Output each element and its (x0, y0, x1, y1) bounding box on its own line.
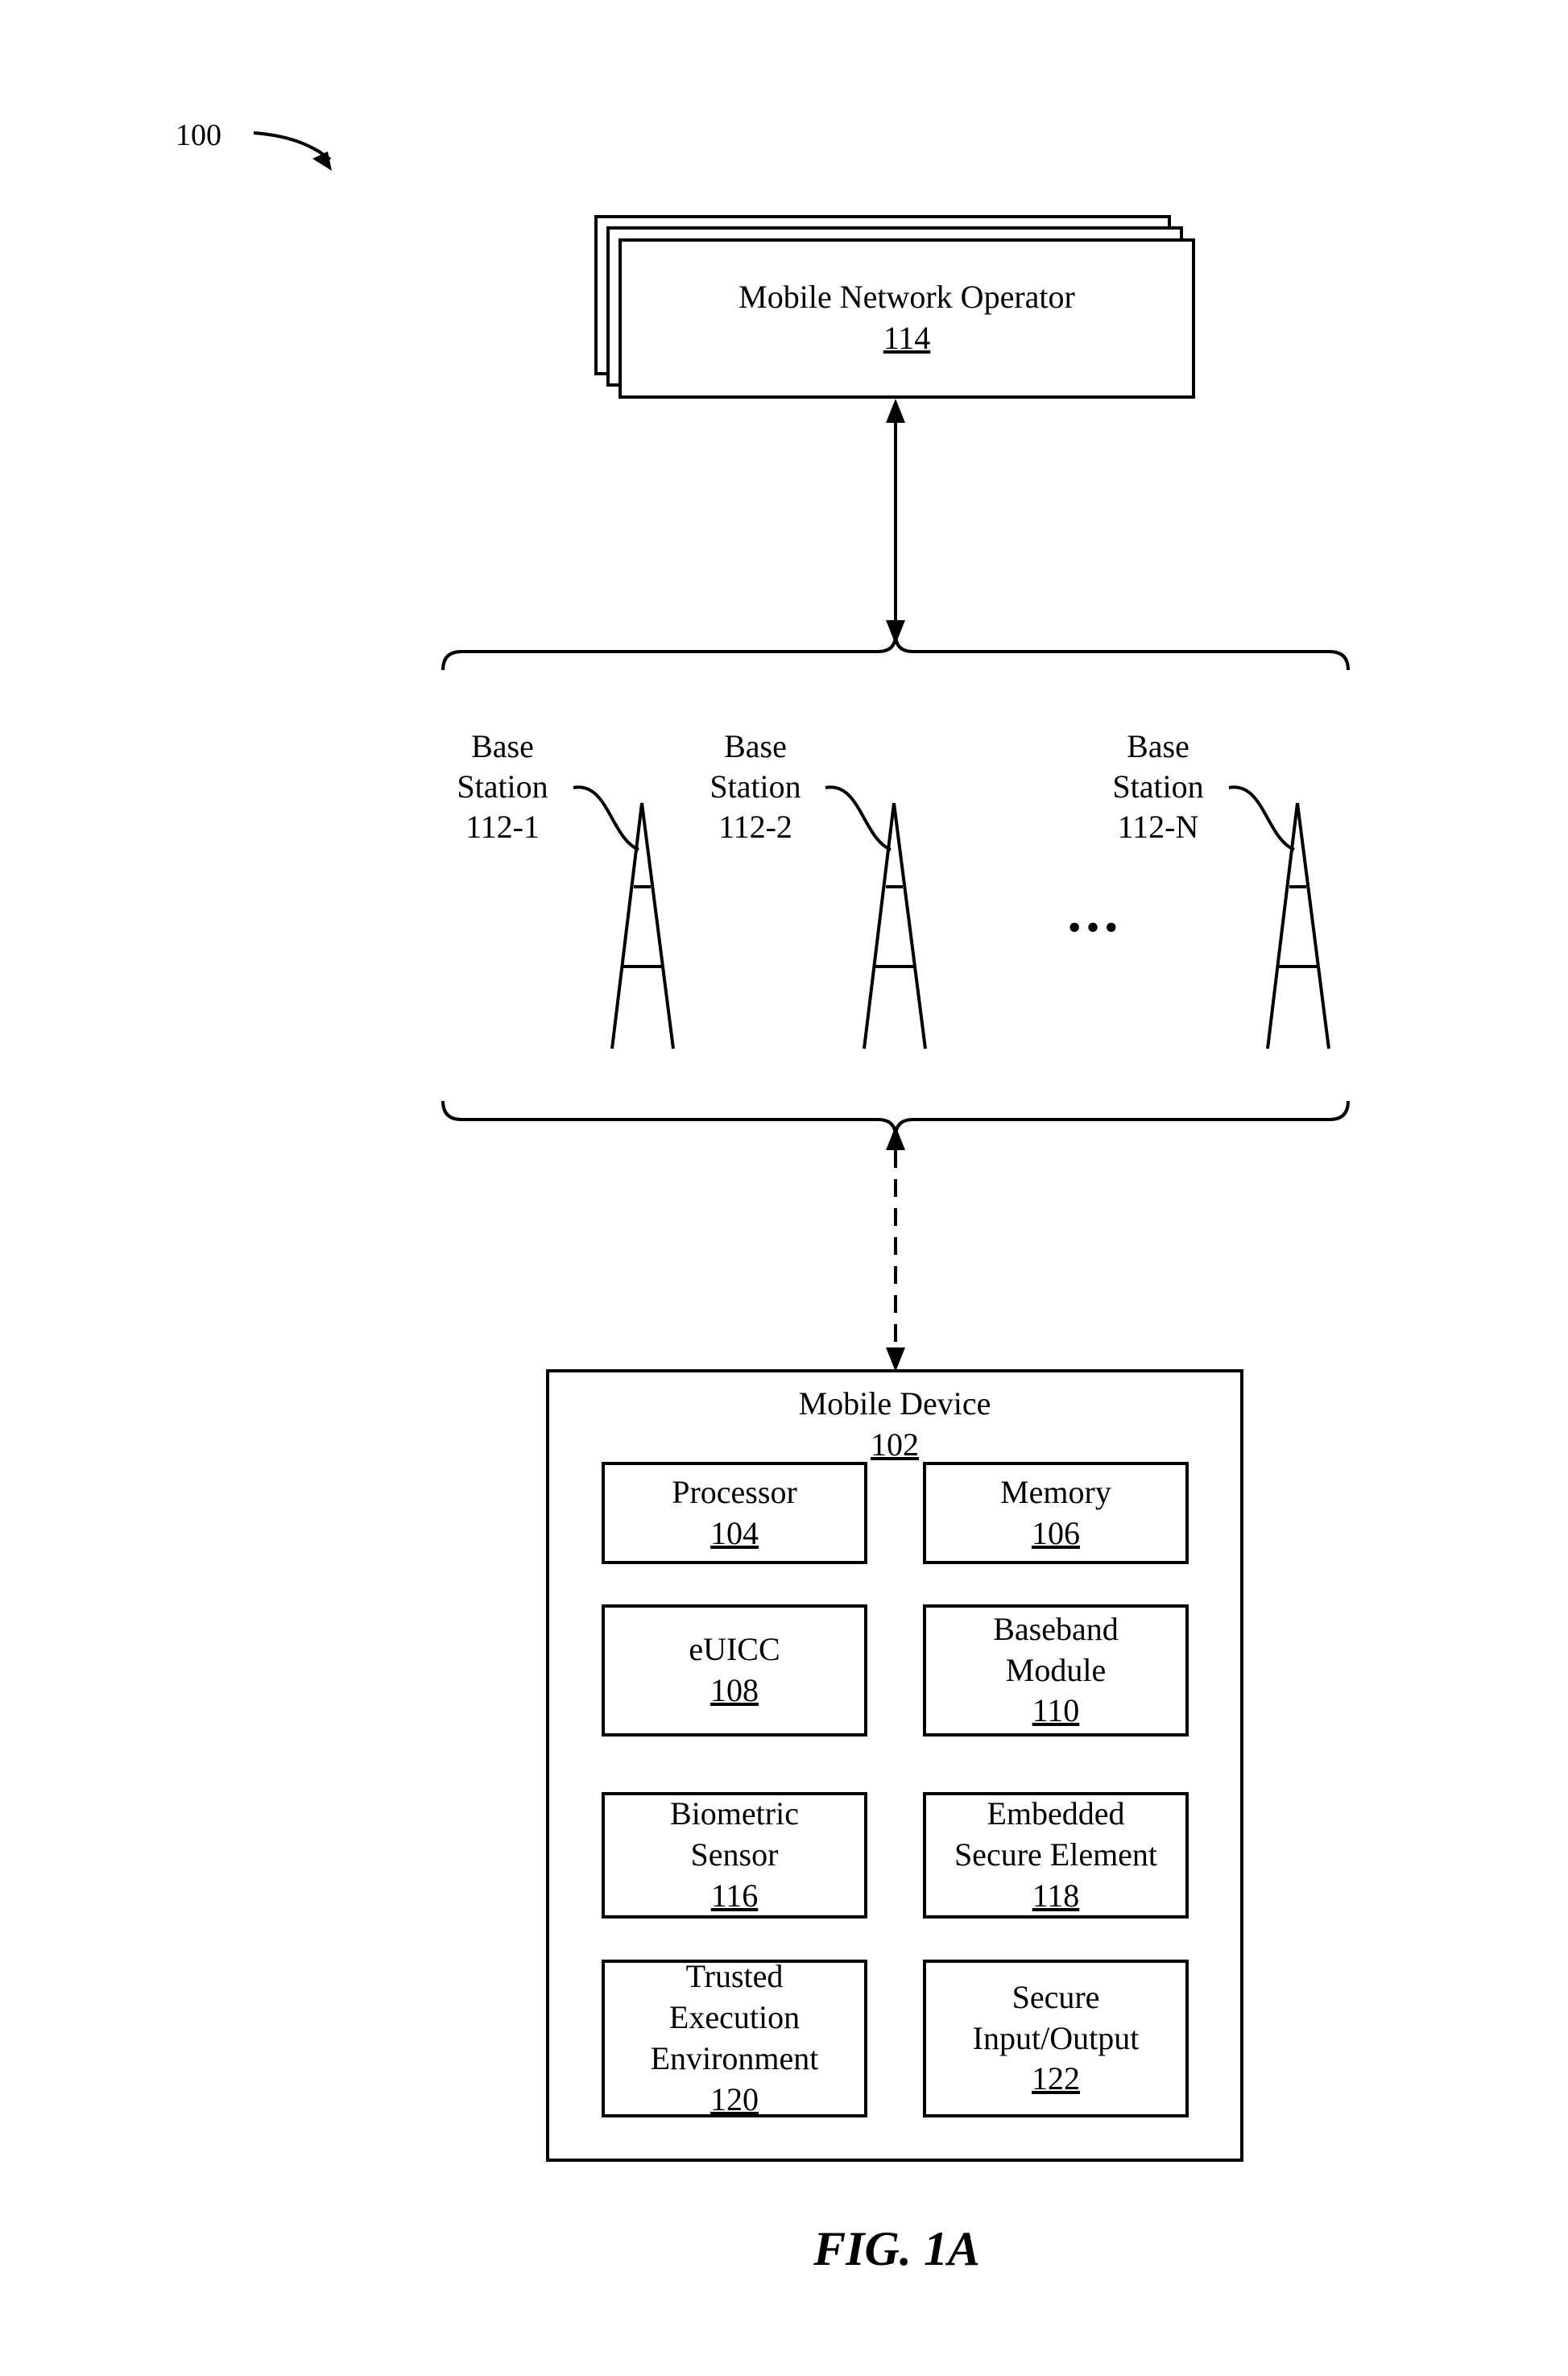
component-ref: 120 (710, 2080, 759, 2121)
base-station-label-2: Base Station 112-2 (675, 726, 836, 847)
embedded-se-label: Embedded Secure Element 118 (925, 1794, 1187, 1917)
tower-icon (825, 787, 925, 1049)
base-station-line2: Station (422, 767, 583, 807)
component-name: Processor (672, 1472, 797, 1513)
processor-label: Processor 104 (603, 1463, 866, 1563)
tower-icon (1229, 787, 1329, 1049)
radio-link-arrowhead-top (886, 1126, 905, 1150)
ellipsis: ••• (1031, 904, 1160, 952)
component-name-line2: Module (1006, 1650, 1106, 1691)
figure-ref-arrowhead (312, 151, 332, 171)
component-name-line2: Secure Element (954, 1835, 1157, 1876)
component-name-line2: Input/Output (973, 2018, 1140, 2059)
mno-title: Mobile Network Operator (738, 277, 1075, 318)
radio-link-arrowhead-bottom (886, 1347, 905, 1372)
figure-ref-arrow (254, 133, 330, 159)
mno-link-arrowhead-top (886, 399, 905, 423)
figure-ref-label: 100 (176, 118, 221, 153)
base-station-ref: 112-1 (422, 807, 583, 847)
mno-label: Mobile Network Operator 114 (620, 240, 1194, 397)
component-name-line3: Environment (651, 2039, 819, 2080)
component-name: Memory (1000, 1472, 1111, 1513)
base-station-line1: Base (675, 726, 836, 767)
component-name: eUICC (689, 1629, 780, 1670)
base-station-label-1: Base Station 112-1 (422, 726, 583, 847)
base-station-line1: Base (1078, 726, 1239, 767)
component-name-line1: Biometric (670, 1794, 799, 1835)
mobile-device-ref: 102 (789, 1425, 1000, 1466)
component-ref: 118 (1032, 1876, 1080, 1917)
mobile-device-title: Mobile Device (789, 1384, 1000, 1425)
base-station-ref: 112-N (1078, 807, 1239, 847)
component-name-line1: Baseband (993, 1609, 1119, 1650)
component-name-line1: Embedded (987, 1794, 1124, 1835)
biometric-label: Biometric Sensor 116 (603, 1794, 866, 1917)
euicc-label: eUICC 108 (603, 1606, 866, 1735)
secure-io-label: Secure Input/Output 122 (925, 1961, 1187, 2116)
component-name-line1: Secure (1012, 1977, 1100, 2018)
memory-label: Memory 106 (925, 1463, 1187, 1563)
base-station-label-n: Base Station 112-N (1078, 726, 1239, 847)
component-name-line2: Execution (669, 1997, 800, 2039)
component-ref: 116 (711, 1876, 759, 1917)
component-ref: 106 (1032, 1513, 1080, 1554)
component-ref: 108 (710, 1670, 759, 1712)
figure-caption: FIG. 1A (0, 2221, 1568, 2277)
baseband-label: Baseband Module 110 (925, 1606, 1187, 1735)
mobile-device-label: Mobile Device 102 (789, 1384, 1000, 1466)
base-station-line2: Station (675, 767, 836, 807)
base-station-line2: Station (1078, 767, 1239, 807)
tower-icon (573, 787, 673, 1049)
component-ref: 104 (710, 1513, 759, 1554)
component-name-line2: Sensor (691, 1835, 779, 1876)
component-ref: 122 (1032, 2059, 1080, 2100)
top-brace (443, 635, 1348, 670)
component-ref: 110 (1032, 1691, 1080, 1732)
mno-ref: 114 (883, 318, 931, 359)
base-station-line1: Base (422, 726, 583, 767)
component-name-line1: Trusted (686, 1956, 784, 1997)
tee-label: Trusted Execution Environment 120 (603, 1961, 866, 2116)
base-station-ref: 112-2 (675, 807, 836, 847)
